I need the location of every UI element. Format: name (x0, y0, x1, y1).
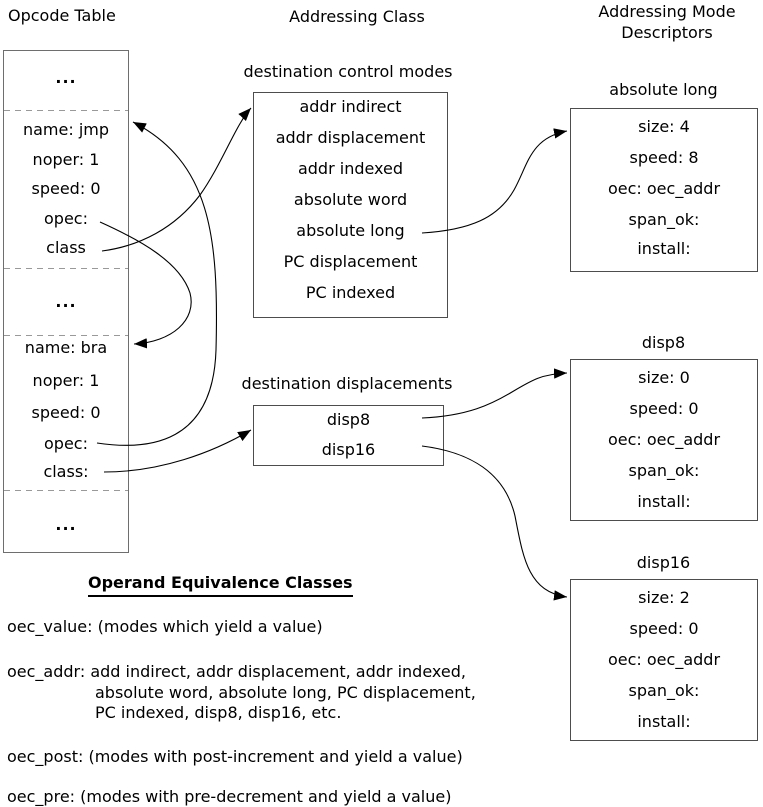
addressing-class-title: Addressing Class (289, 7, 425, 26)
descriptor-absolute-long-label: absolute long (609, 80, 718, 99)
opcode-record-bra-name: name: bra (24, 338, 108, 357)
opcode-record-bra-class: class: (43, 462, 89, 481)
descriptor-disp16-box (570, 579, 758, 741)
opcode-record-jmp-name: name: jmp (22, 120, 110, 139)
oec-addr-definition-line3: PC indexed, disp8, disp16, etc. (95, 703, 342, 722)
descriptor-disp16-size: size: 2 (638, 588, 690, 607)
oec-value-definition: oec_value: (modes which yield a value) (7, 617, 323, 636)
descriptor-disp8-size: size: 0 (638, 368, 690, 387)
descriptor-absolute-long-oec: oec: oec_addr (607, 179, 721, 198)
control-mode-pc-displacement: PC displacement (283, 252, 418, 271)
opcode-table-divider-2 (4, 268, 128, 269)
oec-pre-definition: oec_pre: (modes with pre-decrement and y… (7, 787, 452, 806)
oec-addr-definition-line1: oec_addr: add indirect, addr displacemen… (7, 662, 466, 681)
displacement-disp8: disp8 (326, 410, 371, 429)
descriptor-disp8-span-ok: span_ok: (628, 461, 700, 480)
oec-post-definition: oec_post: (modes with post-increment and… (7, 747, 463, 766)
control-mode-addr-indexed: addr indexed (297, 159, 404, 178)
descriptor-disp16-span-ok: span_ok: (628, 681, 700, 700)
opcode-table-ellipsis-top: ... (55, 68, 77, 87)
control-mode-addr-indirect: addr indirect (299, 97, 402, 116)
addressing-mode-descriptors-title-line2: Descriptors (621, 23, 713, 42)
opcode-table-ellipsis-bottom: ... (55, 515, 77, 534)
control-mode-pc-indexed: PC indexed (305, 283, 396, 302)
descriptor-disp8-install: install: (637, 492, 691, 511)
control-mode-absolute-long: absolute long (296, 221, 405, 240)
control-mode-absolute-word: absolute word (293, 190, 408, 209)
opcode-record-jmp-opec: opec: (44, 209, 88, 228)
control-mode-addr-displacement: addr displacement (275, 128, 426, 147)
opcode-record-bra-speed: speed: 0 (31, 403, 101, 422)
descriptor-disp16-label: disp16 (636, 553, 691, 572)
descriptor-disp16-oec: oec: oec_addr (607, 650, 721, 669)
descriptor-absolute-long-size: size: 4 (638, 117, 690, 136)
descriptor-absolute-long-box (570, 108, 758, 272)
equivalence-classes-heading: Operand Equivalence Classes (88, 572, 353, 597)
control-modes-label: destination control modes (243, 62, 453, 81)
displacements-label: destination displacements (241, 374, 453, 393)
descriptor-disp16-speed: speed: 0 (629, 619, 699, 638)
opcode-record-bra-noper: noper: 1 (32, 371, 100, 390)
descriptor-absolute-long-span-ok: span_ok: (628, 210, 700, 229)
opcode-table-divider-4 (4, 490, 128, 491)
opcode-table-title: Opcode Table (8, 6, 116, 25)
descriptor-disp8-box (570, 359, 758, 521)
oec-addr-definition-line2: absolute word, absolute long, PC displac… (95, 683, 476, 702)
opcode-record-jmp-speed: speed: 0 (31, 179, 101, 198)
displacement-disp16: disp16 (321, 440, 376, 459)
addressing-mode-descriptors-title-line1: Addressing Mode (598, 2, 736, 21)
displacements-box (253, 405, 444, 466)
descriptor-disp8-speed: speed: 0 (629, 399, 699, 418)
opcode-record-jmp-class: class (46, 238, 86, 257)
descriptor-disp8-oec: oec: oec_addr (607, 430, 721, 449)
arrow-disp16-to-descriptor (421, 445, 568, 601)
descriptor-disp8-label: disp8 (641, 333, 686, 352)
opcode-table-divider-3 (4, 335, 128, 336)
descriptor-absolute-long-speed: speed: 8 (629, 148, 699, 167)
opcode-record-jmp-noper: noper: 1 (32, 150, 100, 169)
opcode-table-ellipsis-middle: ... (55, 292, 77, 311)
opcode-record-bra-opec: opec: (44, 434, 88, 453)
opcode-table-divider-1 (4, 110, 128, 111)
control-modes-box (253, 92, 448, 318)
descriptor-absolute-long-install: install: (637, 239, 691, 258)
descriptor-disp16-install: install: (637, 712, 691, 731)
